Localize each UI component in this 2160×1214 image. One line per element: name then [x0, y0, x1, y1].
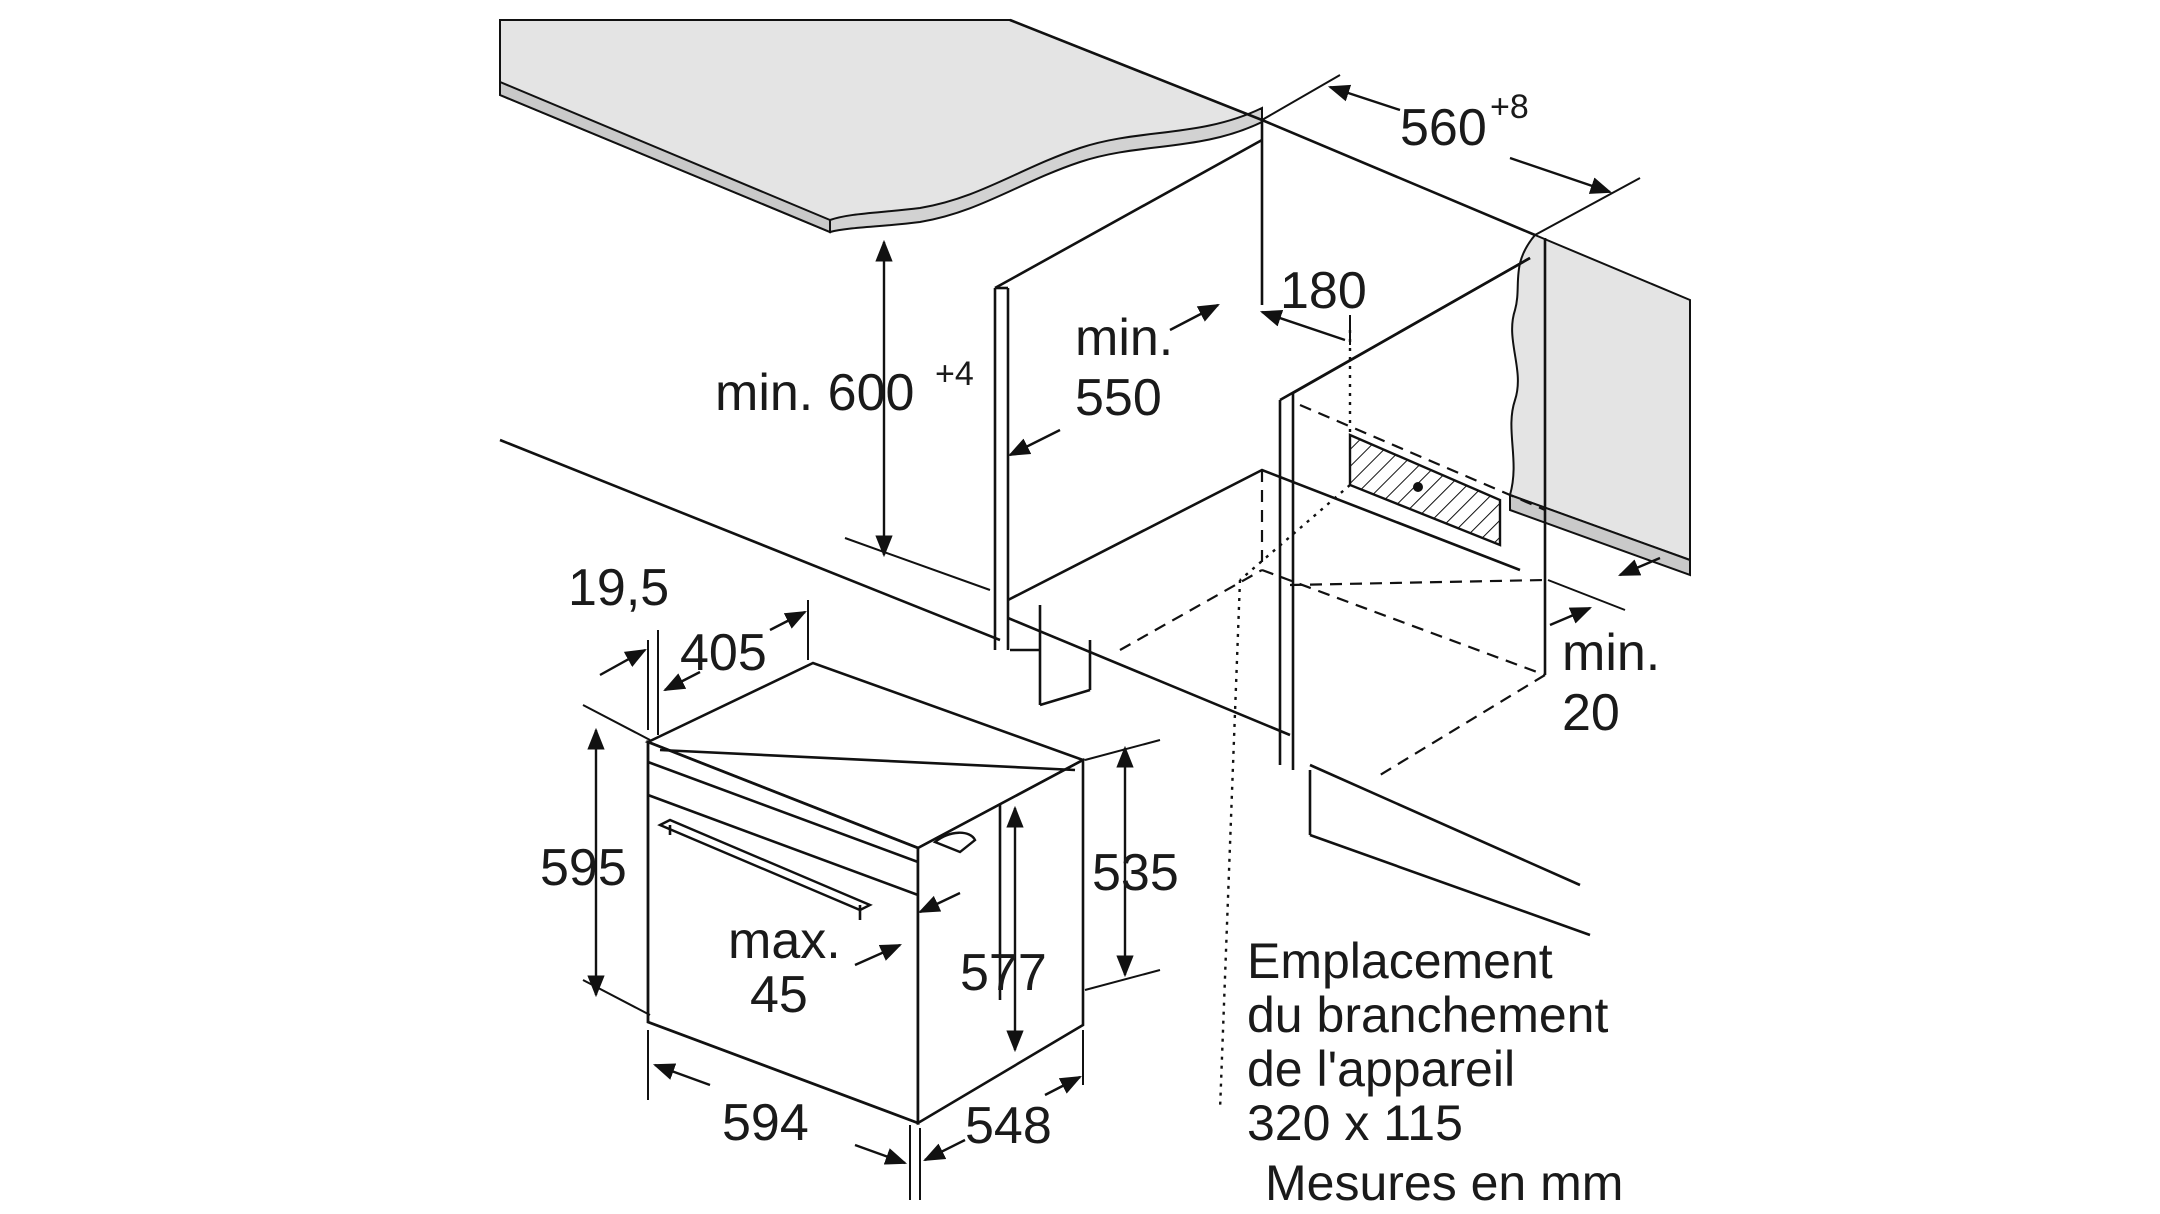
oven [644, 661, 1087, 1126]
label-depth-min-1: min. [1075, 309, 1173, 367]
label-socket-offset: 180 [1280, 262, 1367, 320]
label-niche-height-sup: +4 [935, 355, 974, 393]
label-gap-min-2: 20 [1562, 684, 1620, 742]
label-side-height: 535 [1092, 844, 1179, 902]
label-depth-min-2: 550 [1075, 369, 1162, 427]
countertop-right [1508, 233, 1691, 577]
countertop-left [499, 19, 1265, 234]
label-niche-height: min. 600 [715, 364, 914, 422]
cabinet-left-panel [993, 138, 1521, 737]
floor-lines [499, 18, 1591, 937]
label-inner-height: 577 [960, 944, 1047, 1002]
label-handle-2: 45 [750, 966, 808, 1024]
units-caption: Mesures en mm [1265, 1155, 1623, 1211]
hidden-lines [1119, 403, 1546, 776]
label-top-width-sup: +8 [1490, 88, 1529, 126]
label-front-thickness: 19,5 [568, 559, 669, 617]
cabinet-right-panel [1278, 238, 1547, 835]
label-gap-min-1: min. [1562, 624, 1660, 682]
note-line-3: de l'appareil [1247, 1041, 1515, 1097]
dimension-lines [582, 74, 1661, 1200]
note-line-2: du branchement [1247, 987, 1608, 1043]
socket-area [1218, 330, 1502, 1111]
note-line-4: 320 x 115 [1247, 1095, 1463, 1151]
label-top-width: 560 [1400, 99, 1487, 157]
dimension-labels: 560 +8 min. 600 +4 min. 550 180 min. 20 … [540, 88, 1660, 1155]
connection-note: Emplacement du branchement de l'appareil… [1247, 933, 1608, 1151]
label-handle-1: max. [728, 912, 841, 970]
note-line-1: Emplacement [1247, 933, 1553, 989]
label-oven-depth: 548 [965, 1097, 1052, 1155]
label-oven-width: 594 [722, 1094, 809, 1152]
label-oven-height: 595 [540, 839, 627, 897]
label-top-depth: 405 [680, 624, 767, 682]
